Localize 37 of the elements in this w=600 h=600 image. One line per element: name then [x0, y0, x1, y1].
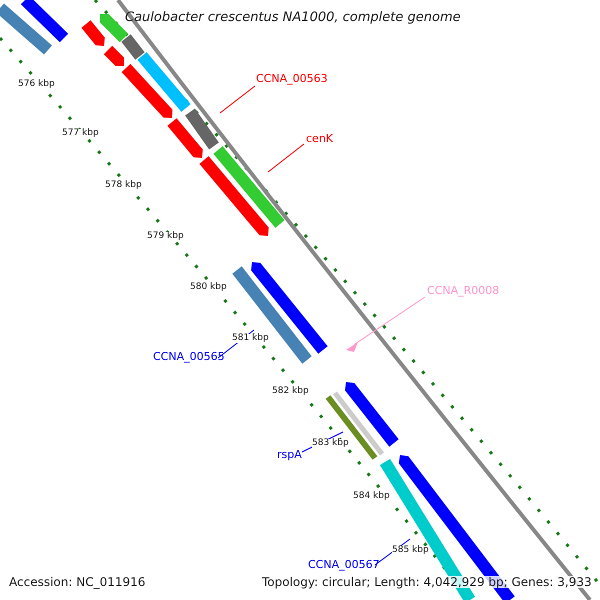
footer-text: Accession: NC_011916 — [9, 576, 146, 588]
tick-label: 577 kbp — [62, 129, 99, 138]
gene-feature — [137, 52, 191, 112]
tick-label: 584 kbp — [353, 492, 390, 501]
gene-feature — [20, 0, 68, 42]
tick-label: 582 kbp — [272, 387, 309, 396]
leader-line — [268, 144, 304, 172]
tick-label: 579 kbp — [147, 232, 184, 241]
gene-label: CCNA_00567 — [308, 559, 380, 570]
tick-label: 585 kbp — [392, 546, 429, 555]
leader-line — [220, 86, 256, 114]
tick-label: 578 kbp — [105, 181, 142, 190]
leader-line — [354, 296, 426, 344]
title: Caulobacter crescentus NA1000, complete genome — [125, 11, 461, 24]
gene-feature — [199, 156, 269, 236]
gene-feature — [81, 20, 105, 46]
gene-feature — [121, 34, 145, 60]
gene-feature — [251, 262, 328, 354]
gene-feature — [122, 64, 172, 118]
gene-label: CCNA_00565 — [153, 351, 225, 362]
gene-feature — [213, 146, 285, 228]
gene-feature — [167, 118, 203, 158]
footer-text: Topology: circular; Length: 4,042,929 bp; Genes: 3,933 — [262, 576, 592, 588]
tick-label: 576 kbp — [18, 80, 55, 89]
gene-label: rspA — [277, 449, 302, 460]
gene-label: cenK — [306, 133, 334, 144]
gene-feature — [333, 392, 384, 456]
tick-label: 581 kbp — [232, 334, 269, 343]
tick-label: 583 kbp — [312, 439, 349, 448]
gene-feature — [104, 46, 124, 66]
gene-feature — [0, 4, 52, 54]
gene-label: CCNA_R0008 — [427, 285, 500, 296]
gene-label: CCNA_00563 — [256, 73, 328, 84]
feature-marker — [346, 342, 358, 352]
tick-label: 580 kbp — [190, 283, 227, 292]
gene-feature — [232, 266, 312, 364]
gene-feature — [185, 108, 219, 150]
